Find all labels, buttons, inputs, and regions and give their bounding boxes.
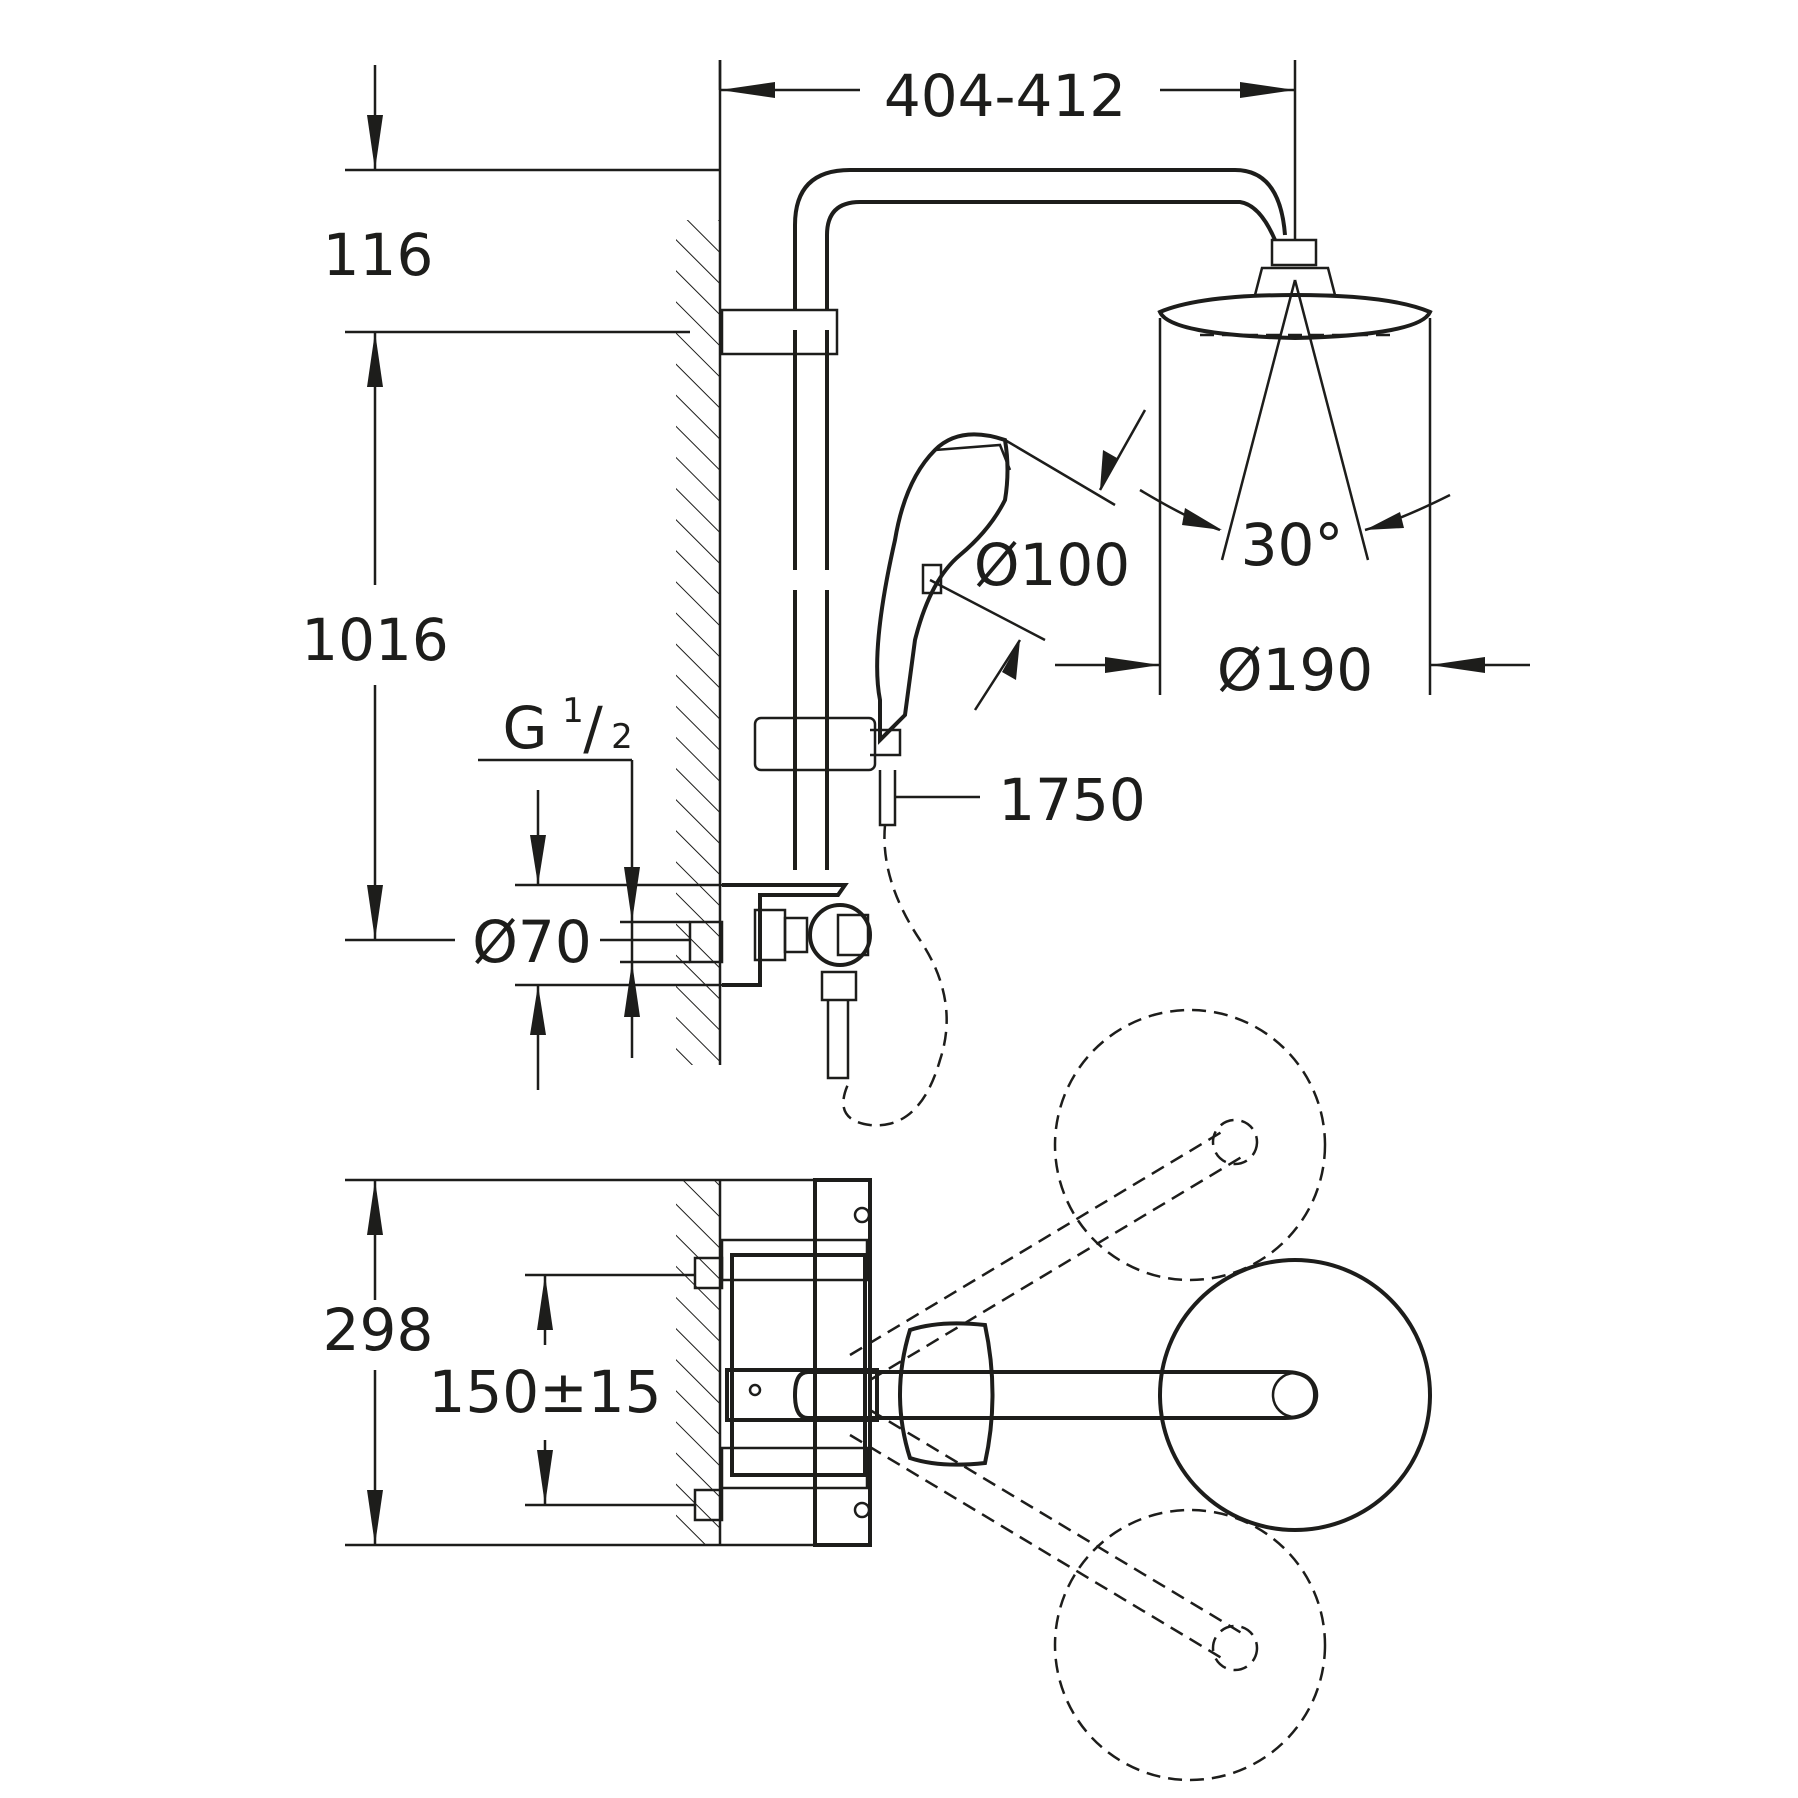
dim-head-shower-diameter-label: Ø190 (1217, 636, 1373, 704)
dim-hand-shower-diameter: Ø100 (929, 409, 1147, 711)
dim-arm-projection: 404-412 (718, 60, 1297, 240)
dim-mixer-diameter: Ø70 (472, 790, 760, 1090)
shower-riser (720, 168, 1287, 870)
dim-head-shower-diameter: Ø190 (1055, 636, 1530, 704)
swivel-positions (849, 1008, 1327, 1782)
wall-bracket (720, 308, 839, 356)
elevation-view: 404-412 116 1016 G (301, 60, 1530, 1127)
wall-section-plan (676, 1180, 722, 1545)
wall-section-elevation (676, 60, 722, 1065)
spray-cone (1139, 279, 1451, 695)
dim-plan-depth-label: 298 (323, 1296, 434, 1364)
dim-column-height-label: 1016 (301, 606, 449, 674)
mixer-body-plan (693, 1178, 872, 1547)
dim-inlet-thread-main: G (503, 694, 548, 762)
head-shower (1157, 238, 1433, 341)
dim-inlet-thread-num: 1 (562, 691, 584, 731)
dim-top-offset: 116 (323, 65, 720, 334)
shower-arm-plan (725, 1258, 1432, 1532)
dim-arm-projection-label: 404-412 (884, 62, 1126, 130)
dim-mixer-diameter-label: Ø70 (472, 908, 591, 976)
dim-top-offset-label: 116 (323, 221, 434, 289)
hose (842, 824, 948, 1127)
dim-spray-angle-label: 30° (1241, 511, 1344, 579)
dim-hose-length: 1750 (895, 766, 1146, 834)
dim-plan-depth: 298 (323, 1178, 815, 1547)
dim-hose-length-label: 1750 (998, 766, 1146, 834)
svg-text:/: / (583, 694, 603, 762)
hand-shower-slider (753, 716, 877, 772)
dim-inlet-thread-den: 2 (611, 717, 633, 757)
dim-column-height: 1016 (301, 332, 690, 942)
dim-inlet-spacing-label: 150±15 (428, 1358, 661, 1426)
hand-shower (875, 432, 1012, 827)
dim-inlet-thread: G 1 / 2 (478, 691, 690, 1058)
dim-hand-shower-diameter-label: Ø100 (974, 531, 1130, 599)
plan-view: 298 150±15 (323, 1008, 1432, 1782)
dim-inlet-spacing: 150±15 (428, 1273, 695, 1507)
